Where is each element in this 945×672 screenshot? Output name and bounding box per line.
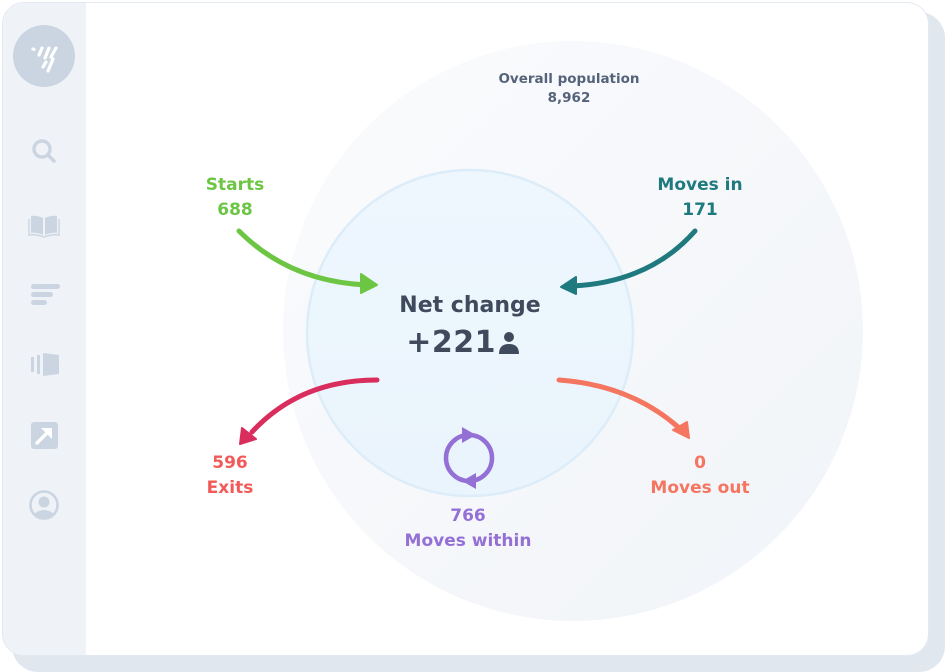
moves-out-label: 0 Moves out	[630, 451, 770, 501]
exits-label: 596 Exits	[180, 451, 280, 501]
moves-in-value: 171	[682, 200, 718, 220]
sort-lines-icon	[31, 284, 60, 305]
flow-bars-icon	[31, 353, 59, 376]
starts-title: Starts	[205, 175, 265, 195]
arrow-up-right-square-icon	[31, 422, 58, 449]
moves-out-value: 0	[694, 453, 706, 473]
overall-population-title: Overall population	[498, 71, 640, 87]
sidebar-item-export[interactable]	[27, 418, 61, 452]
net-change-title: Net change	[399, 293, 541, 318]
moves-within-value: 766	[450, 506, 486, 526]
net-change-label: Net change	[370, 291, 570, 321]
user-circle-icon	[29, 490, 59, 520]
net-change-value: +221	[406, 325, 496, 360]
moves-within-label: 766 Moves within	[388, 504, 548, 554]
moves-in-title: Moves in	[657, 175, 743, 195]
overall-population-value: 8,962	[547, 90, 591, 106]
exits-value: 596	[212, 453, 248, 473]
moves-out-title: Moves out	[650, 478, 750, 498]
brand-logo[interactable]	[13, 25, 75, 87]
sidebar	[3, 3, 86, 655]
sidebar-item-pipeline[interactable]	[27, 348, 61, 382]
sidebar-item-profile[interactable]	[27, 488, 61, 522]
sidebar-item-library[interactable]	[27, 207, 61, 241]
sidebar-item-reports[interactable]	[27, 277, 61, 311]
starts-label: Starts 688	[185, 173, 285, 223]
moves-in-label: Moves in 171	[640, 173, 760, 223]
starts-value: 688	[217, 200, 253, 220]
sidebar-item-search[interactable]	[27, 134, 61, 168]
exits-title: Exits	[206, 478, 254, 498]
brand-logo-icon	[31, 46, 58, 73]
moves-within-title: Moves within	[404, 531, 532, 551]
overall-population-label: Overall population 8,962	[483, 70, 655, 108]
open-book-icon	[28, 215, 60, 238]
search-icon	[32, 139, 56, 163]
